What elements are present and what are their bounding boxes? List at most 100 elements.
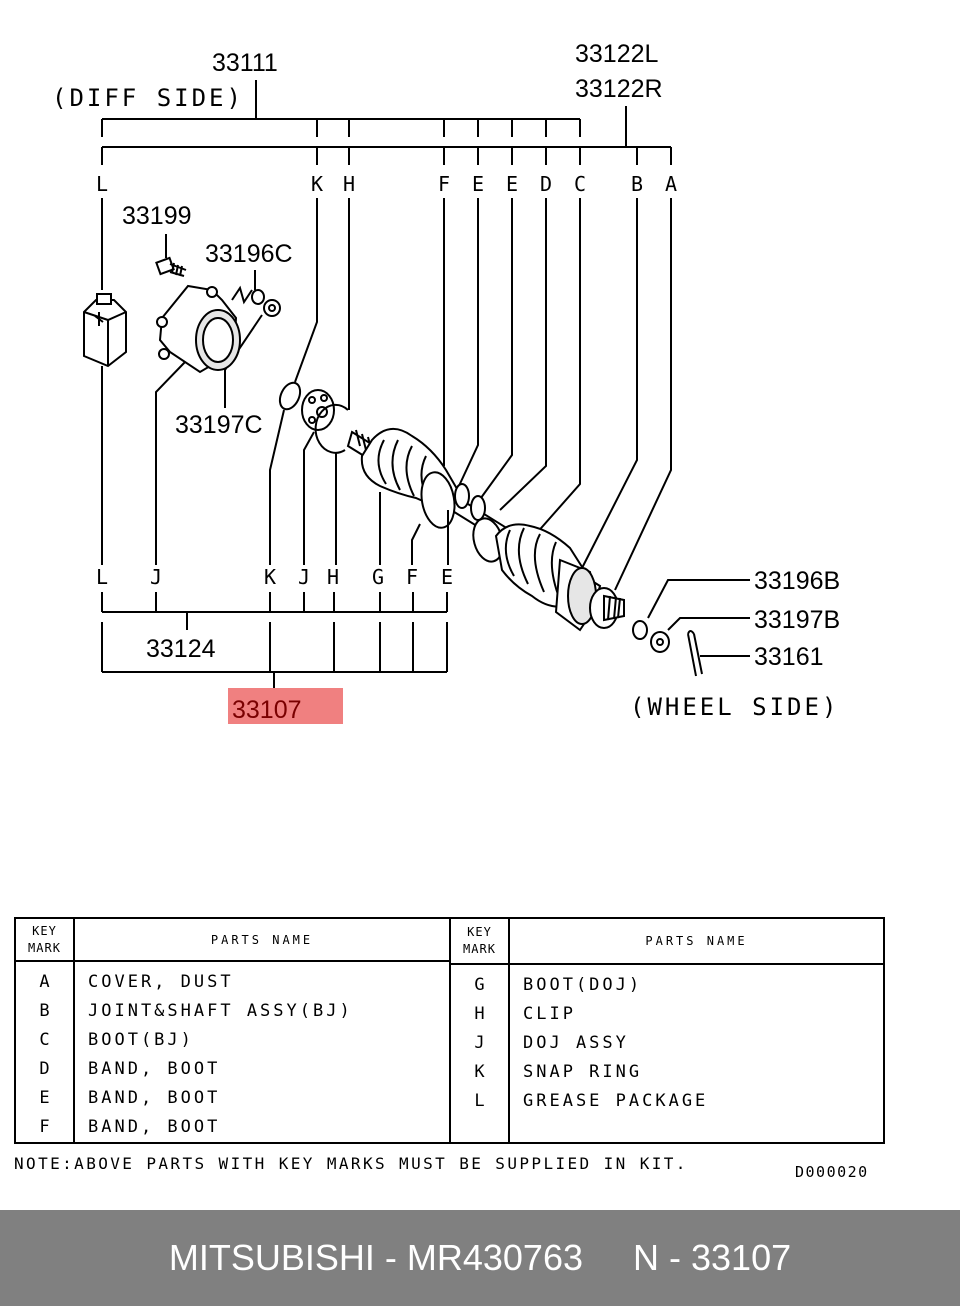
doj-flange-part <box>156 284 241 374</box>
washer-33196C <box>251 289 265 305</box>
table-key-cell: K <box>474 1062 485 1082</box>
table-name-cell: BAND, BOOT <box>88 1117 221 1137</box>
leader-K <box>294 198 318 383</box>
label-33107: 33107 <box>232 696 302 724</box>
label-33124: 33124 <box>146 635 216 663</box>
leader-K-bottom <box>269 409 285 565</box>
key-D-top: D <box>540 172 552 196</box>
leader-33196B <box>647 579 750 619</box>
grease-package-part <box>83 293 127 368</box>
key-L-bottom: L <box>96 565 108 589</box>
table-key-cell: D <box>39 1059 50 1079</box>
label-33199: 33199 <box>122 202 192 230</box>
leader-33197B <box>667 617 750 631</box>
key-E-bottom: E <box>441 565 453 589</box>
label-33197B: 33197B <box>754 606 840 634</box>
leader-A <box>614 198 672 591</box>
bracket-33107 <box>101 622 448 690</box>
doj-inner-part <box>301 389 335 431</box>
table-name-cell: SNAP RING <box>523 1062 643 1082</box>
key-H-top: H <box>343 172 355 196</box>
key-F-bottom: F <box>406 565 418 589</box>
leader-D <box>499 198 547 511</box>
bracket-33124 <box>101 592 448 630</box>
key-F-top: F <box>438 172 450 196</box>
label-33122R: 33122R <box>575 75 663 103</box>
table-name-cell: BAND, BOOT <box>88 1088 221 1108</box>
table-key-cell: A <box>39 972 50 992</box>
parts-table-left: KEY MARK PARTS NAME A B C D E F COVER, D… <box>16 919 451 1142</box>
leader-33197C <box>224 314 263 408</box>
washer-33196B <box>632 620 648 640</box>
key-mark-header: KEY MARK <box>451 919 510 963</box>
key-K-top: K <box>311 172 323 196</box>
parts-table-right: KEY MARK PARTS NAME G H J K L BOOT(DOJ) … <box>451 919 883 1142</box>
label-33122L: 33122L <box>575 40 659 68</box>
table-name-cell: BOOT(DOJ) <box>523 975 643 995</box>
nut-33197C <box>263 299 281 317</box>
label-33196C: 33196C <box>205 240 293 268</box>
key-G-bottom: G <box>372 565 384 589</box>
key-L-top: L <box>96 172 108 196</box>
table-key-cell: L <box>474 1091 485 1111</box>
diagram-reference-code: D000020 <box>795 1163 869 1181</box>
key-E1-top: E <box>472 172 484 196</box>
band-boot-E2-part <box>470 495 486 521</box>
table-name-cell: COVER, DUST <box>88 972 234 992</box>
parts-name-header: PARTS NAME <box>210 932 314 947</box>
key-J-bottom: J <box>150 565 162 589</box>
label-33161: 33161 <box>754 643 824 671</box>
table-name-cell: BAND, BOOT <box>88 1059 221 1079</box>
leader-J-bottom <box>155 361 186 565</box>
label-diff-side: (DIFF SIDE) <box>52 84 244 112</box>
key-A-top: A <box>665 172 677 196</box>
label-33197C: 33197C <box>175 411 263 439</box>
key-B-top: B <box>631 172 643 196</box>
bracket-33122 <box>101 106 672 165</box>
clip-part <box>314 403 349 454</box>
kit-note: NOTE:ABOVE PARTS WITH KEY MARKS MUST BE … <box>14 1154 688 1173</box>
part-number-caption: MITSUBISHI - MR430763 N - 33107 <box>168 1237 792 1278</box>
band-boot-F-part <box>420 471 456 529</box>
table-key-cell: E <box>39 1088 50 1108</box>
table-key-cell: C <box>39 1030 50 1050</box>
leader-B <box>579 198 638 573</box>
leader-E2 <box>477 198 513 503</box>
key-E2-top: E <box>506 172 518 196</box>
parts-name-header: PARTS NAME <box>645 934 748 948</box>
parts-table: KEY MARK PARTS NAME A B C D E F COVER, D… <box>14 917 885 1144</box>
table-name-cell: GREASE PACKAGE <box>523 1091 709 1111</box>
bolt-part <box>155 256 187 277</box>
leader-F-bottom <box>411 523 421 565</box>
cotter-pin-part <box>687 630 703 677</box>
leader-E1 <box>457 198 479 489</box>
table-name-cell: DOJ ASSY <box>523 1033 629 1053</box>
table-name-cell: BOOT(BJ) <box>88 1030 194 1050</box>
highlight-33107 <box>228 688 343 724</box>
leader-J2-bottom <box>303 431 315 565</box>
table-name-cell: JOINT&SHAFT ASSY(BJ) <box>88 1001 353 1021</box>
table-key-cell: B <box>39 1001 50 1021</box>
footer-banner: MITSUBISHI - MR430763 N - 33107 <box>0 1210 960 1306</box>
leader-C <box>534 198 581 536</box>
table-key-cell: G <box>474 975 485 995</box>
key-H-bottom: H <box>327 565 339 589</box>
exploded-parts-diagram: 33111 (DIFF SIDE) 33122L 33122R L K H F … <box>52 40 840 724</box>
band-boot-E1-part <box>454 483 470 509</box>
label-wheel-side: (WHEEL SIDE) <box>630 693 839 721</box>
table-key-cell: F <box>39 1117 50 1137</box>
table-key-cell: H <box>474 1004 485 1024</box>
table-key-cell: J <box>474 1033 485 1053</box>
spring-washer-icon <box>231 285 253 305</box>
bracket-33111 <box>101 80 581 137</box>
snap-ring-part <box>278 381 302 411</box>
bj-joint-part <box>554 558 625 632</box>
key-J2-bottom: J <box>298 565 310 589</box>
nut-33197B <box>650 631 670 653</box>
label-33111: 33111 <box>212 49 278 77</box>
label-33196B: 33196B <box>754 567 840 595</box>
key-K-bottom: K <box>264 565 276 589</box>
key-C-top: C <box>574 172 586 196</box>
key-mark-header: KEY MARK <box>16 919 75 960</box>
table-name-cell: CLIP <box>523 1004 576 1024</box>
